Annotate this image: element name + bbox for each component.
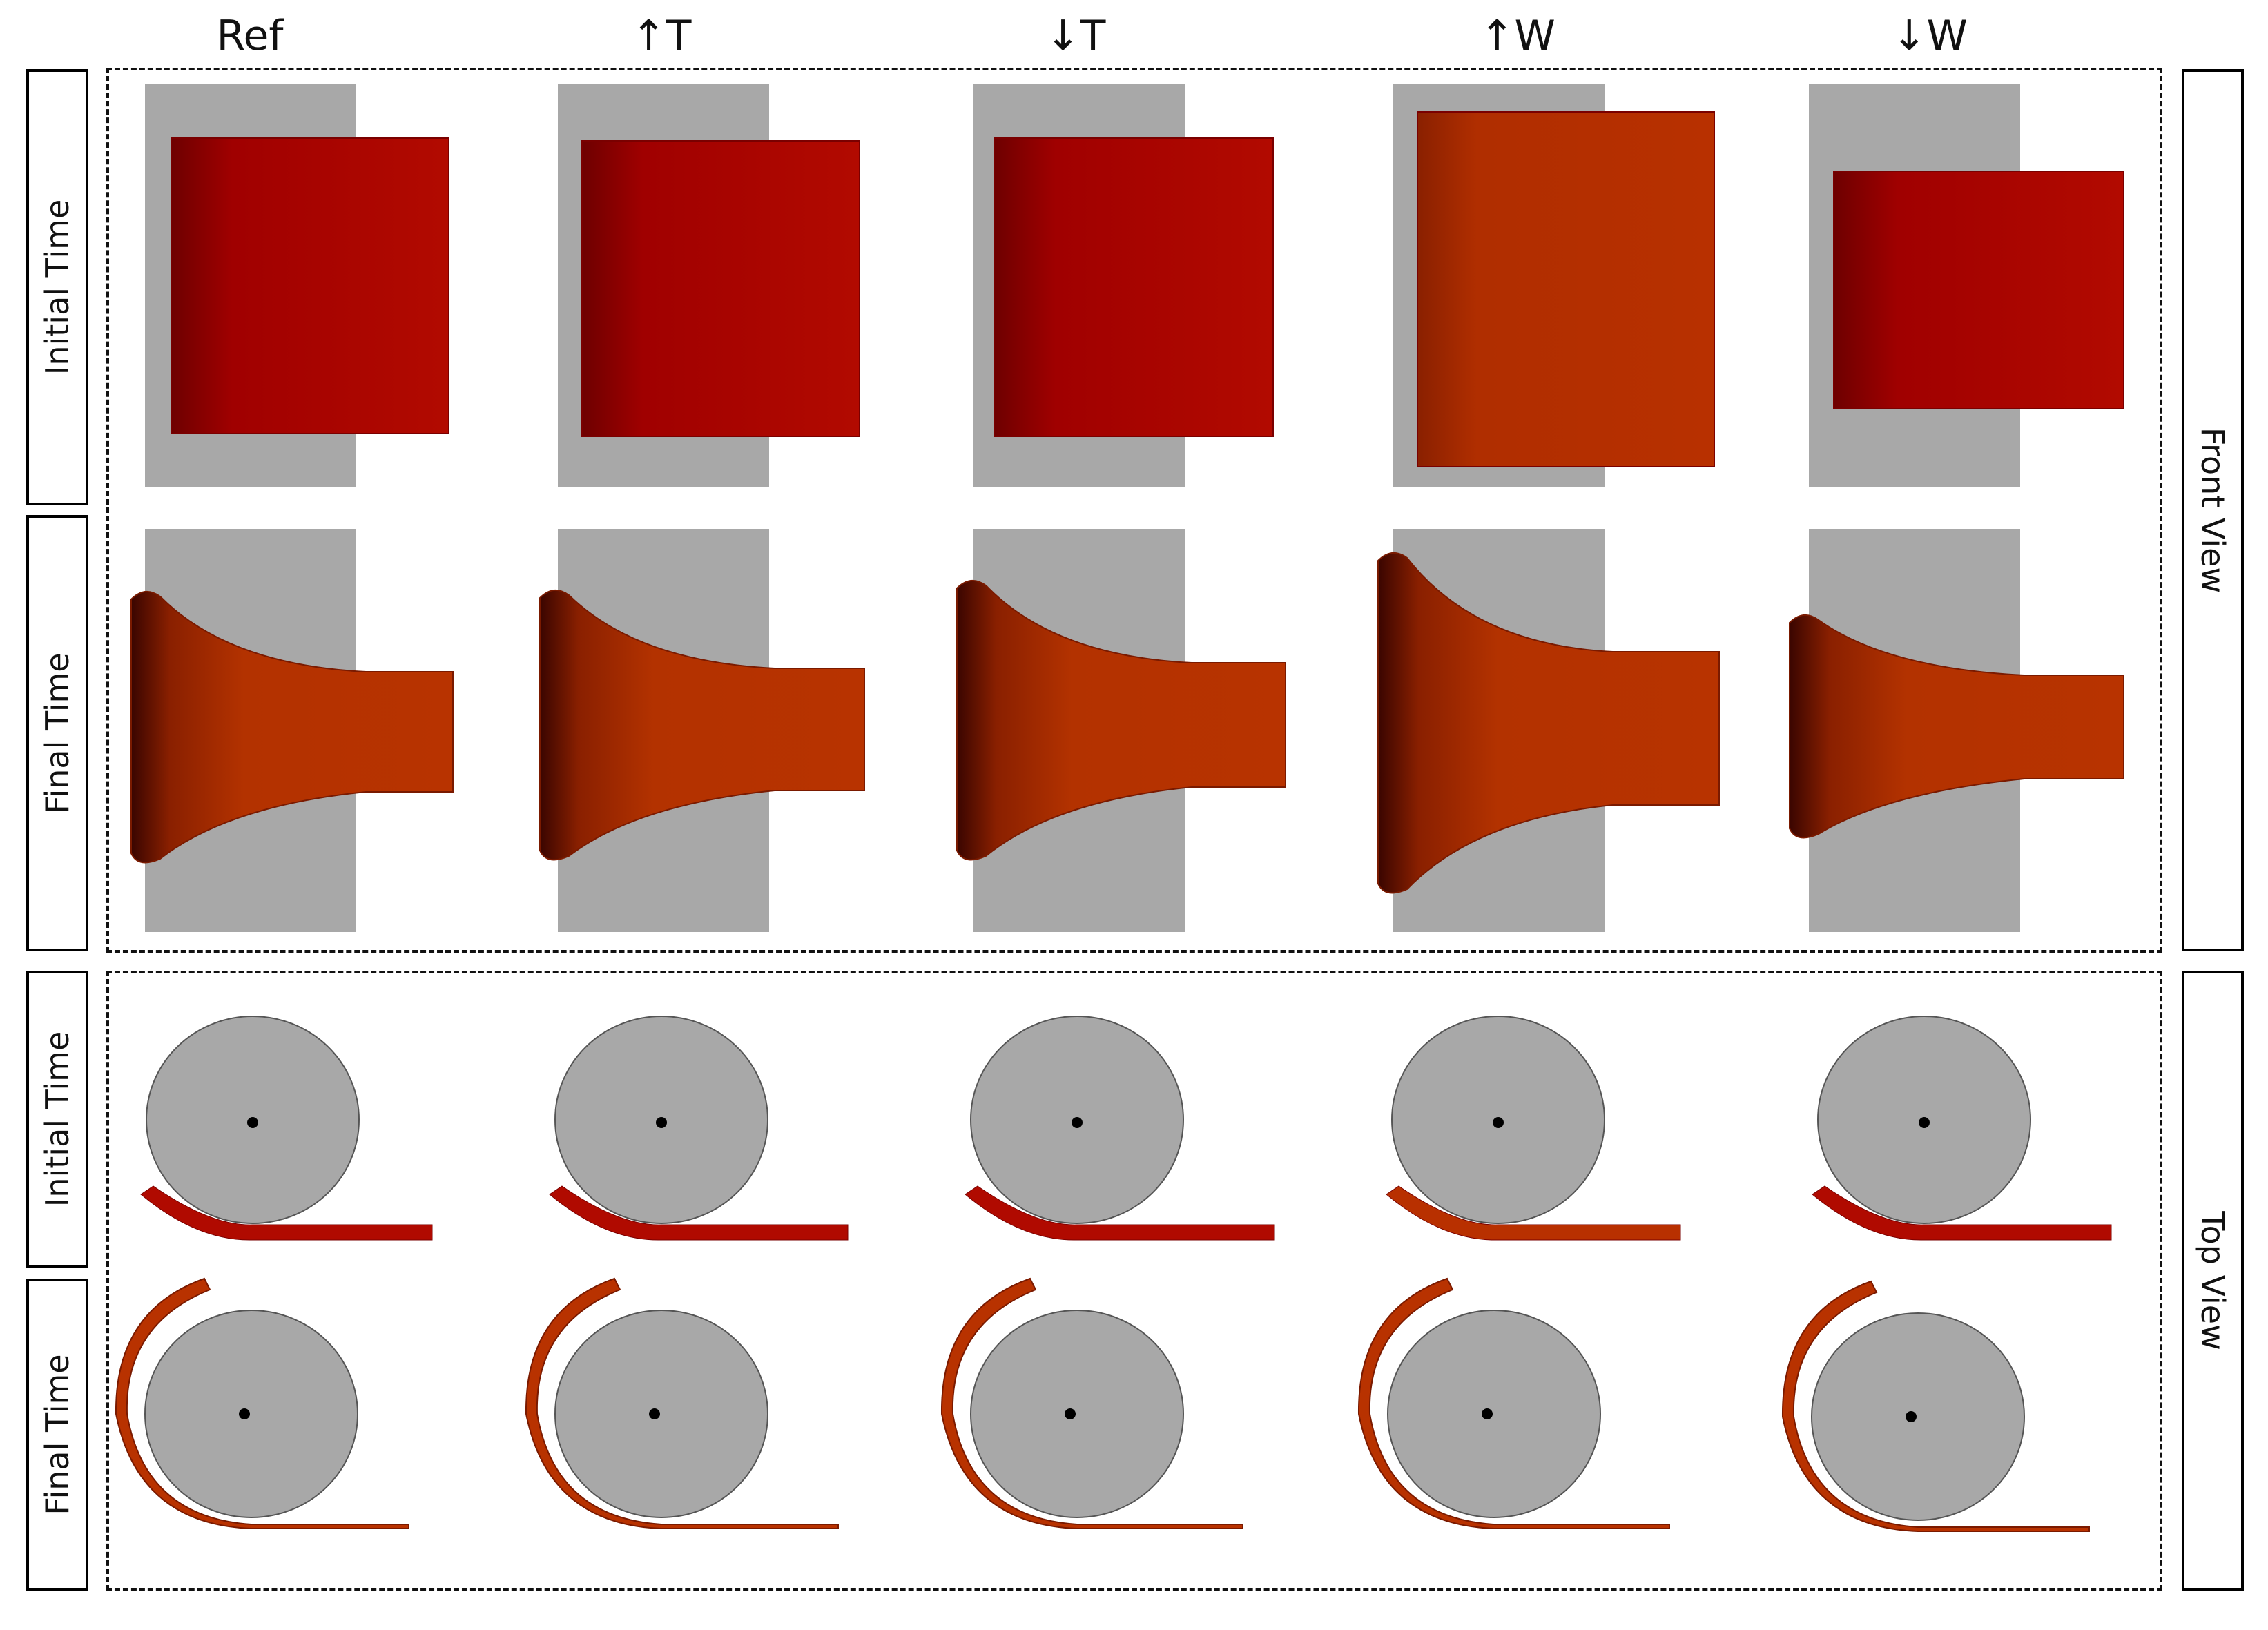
sheet-top-initial-1: [549, 1185, 849, 1241]
cylinder-top-final-3: [1387, 1310, 1601, 1518]
column-header-decrease-w: ↓W: [1892, 12, 1968, 60]
sheet-top-initial-2: [965, 1185, 1275, 1241]
sheet-front-final-3: [1377, 552, 1720, 894]
center-dot-top-initial-1: [656, 1117, 667, 1128]
sheet-top-final-4: [1781, 1280, 2090, 1532]
center-dot-top-final-4: [1906, 1411, 1917, 1422]
sheet-top-final-1: [525, 1277, 839, 1529]
front-view-panel: [106, 68, 2162, 953]
cylinder-top-final-4: [1811, 1312, 2025, 1521]
sheet-top-final-0: [115, 1277, 409, 1529]
sheet-front-final-4: [1789, 614, 2124, 839]
center-dot-top-initial-0: [247, 1117, 258, 1128]
sheet-front-final-2: [956, 580, 1286, 861]
sheet-front-final-1: [539, 590, 865, 861]
cylinder-top-final-0: [144, 1310, 358, 1518]
column-header-decrease-t: ↓T: [1045, 12, 1106, 60]
center-dot-top-initial-4: [1919, 1117, 1930, 1128]
column-header-increase-t: ↑T: [631, 12, 692, 60]
column-header-increase-w: ↑W: [1480, 12, 1555, 60]
center-dot-top-final-2: [1065, 1408, 1076, 1419]
center-dot-top-final-0: [239, 1408, 250, 1419]
row-label-top-final: Final Time: [26, 1279, 88, 1591]
row-label-top-initial: Initial Time: [26, 971, 88, 1268]
cylinder-top-final-1: [554, 1310, 768, 1518]
top-view-panel: [106, 971, 2162, 1591]
row-label-front-initial: Initial Time: [26, 69, 88, 505]
sheet-top-final-2: [940, 1277, 1243, 1529]
sheet-top-final-3: [1357, 1277, 1670, 1529]
sheet-front-initial-0: [171, 137, 449, 434]
sheet-top-initial-0: [140, 1185, 433, 1241]
sheet-front-initial-3: [1417, 111, 1715, 467]
view-label-front: Front View: [2182, 69, 2244, 951]
center-dot-top-initial-3: [1493, 1117, 1504, 1128]
center-dot-top-final-3: [1482, 1408, 1493, 1419]
sheet-front-final-0: [130, 591, 454, 864]
view-label-top: Top View: [2182, 971, 2244, 1591]
column-header-ref: Ref: [216, 12, 284, 60]
row-label-front-final: Final Time: [26, 515, 88, 951]
sheet-front-initial-2: [994, 137, 1274, 437]
sheet-front-initial-1: [581, 140, 860, 437]
center-dot-top-final-1: [649, 1408, 660, 1419]
center-dot-top-initial-2: [1072, 1117, 1083, 1128]
sheet-top-initial-4: [1812, 1185, 2112, 1241]
cylinder-top-final-2: [970, 1310, 1184, 1518]
sheet-front-initial-4: [1833, 171, 2124, 409]
sheet-top-initial-3: [1386, 1185, 1681, 1241]
